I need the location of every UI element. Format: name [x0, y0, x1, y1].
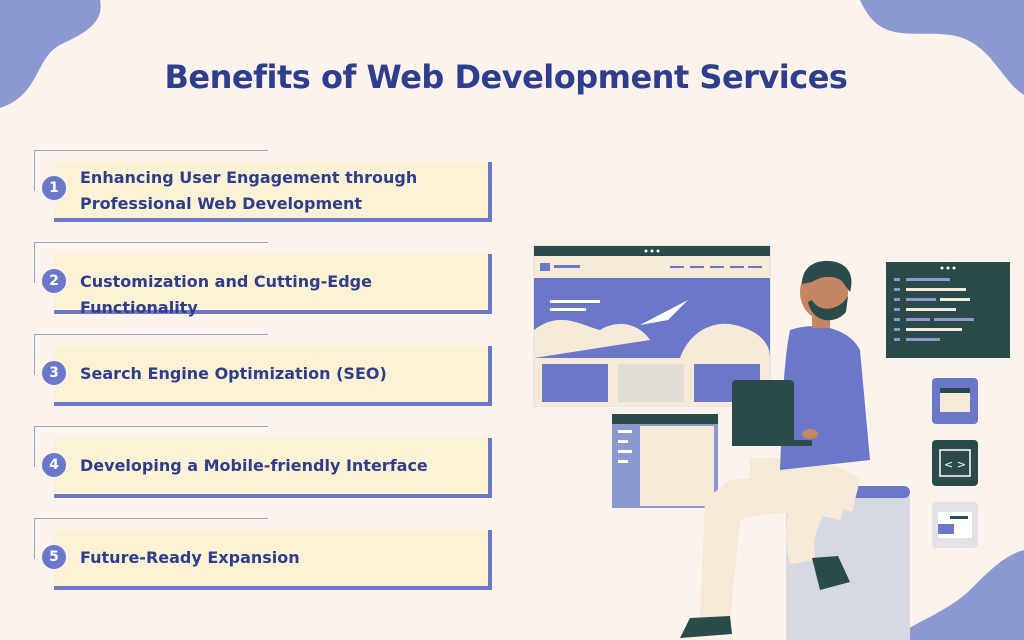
benefit-card: [54, 162, 492, 222]
benefit-number: 4: [40, 451, 68, 479]
website-mockup: [533, 245, 771, 407]
benefit-card: [54, 254, 492, 314]
layout-icon: [932, 502, 978, 548]
bracket-line: [34, 334, 268, 375]
corner-blob-top-left: [0, 0, 101, 108]
benefit-card: [54, 346, 492, 406]
benefit-number: 1: [40, 174, 68, 202]
benefit-label: Customization and Cutting-Edge Functiona…: [80, 272, 372, 317]
benefit-label: Developing a Mobile-friendly Interface: [80, 456, 428, 475]
code-window: [612, 414, 718, 508]
window-icon: [932, 378, 978, 424]
benefit-card: [54, 530, 492, 590]
benefit-item-2: 2 Customization and Cutting-Edge Function…: [34, 242, 494, 317]
developer-illustration: < >: [533, 245, 1010, 640]
benefit-number: 3: [40, 359, 68, 387]
bracket-line: [34, 426, 268, 467]
benefit-label: Search Engine Optimization (SEO): [80, 364, 387, 383]
benefit-number: 5: [40, 543, 68, 571]
svg-text:< >: < >: [944, 458, 966, 471]
benefit-item-4: 4 Developing a Mobile-friendly Interface: [34, 426, 494, 498]
benefit-label: Enhancing User Engagement through: [80, 168, 418, 187]
dark-code-panel: [886, 262, 1010, 358]
benefit-item-3: 3 Search Engine Optimization (SEO): [34, 334, 494, 406]
benefit-label: Future-Ready Expansion: [80, 548, 300, 567]
corner-blob-top-right: [860, 0, 1024, 95]
page-title: Benefits of Web Development Services: [164, 58, 848, 96]
developer-person: [680, 260, 870, 638]
bracket-line: [34, 518, 268, 559]
benefit-card: [54, 438, 492, 498]
corner-blob-bottom-right: [890, 550, 1024, 640]
benefit-number: 2: [40, 267, 68, 295]
benefit-label: Professional Web Development: [80, 194, 363, 213]
bracket-line: [34, 242, 268, 283]
bracket-line: [34, 150, 268, 191]
code-icon: < >: [932, 440, 978, 486]
benefit-item-5: 5 Future-Ready Expansion: [34, 518, 494, 590]
